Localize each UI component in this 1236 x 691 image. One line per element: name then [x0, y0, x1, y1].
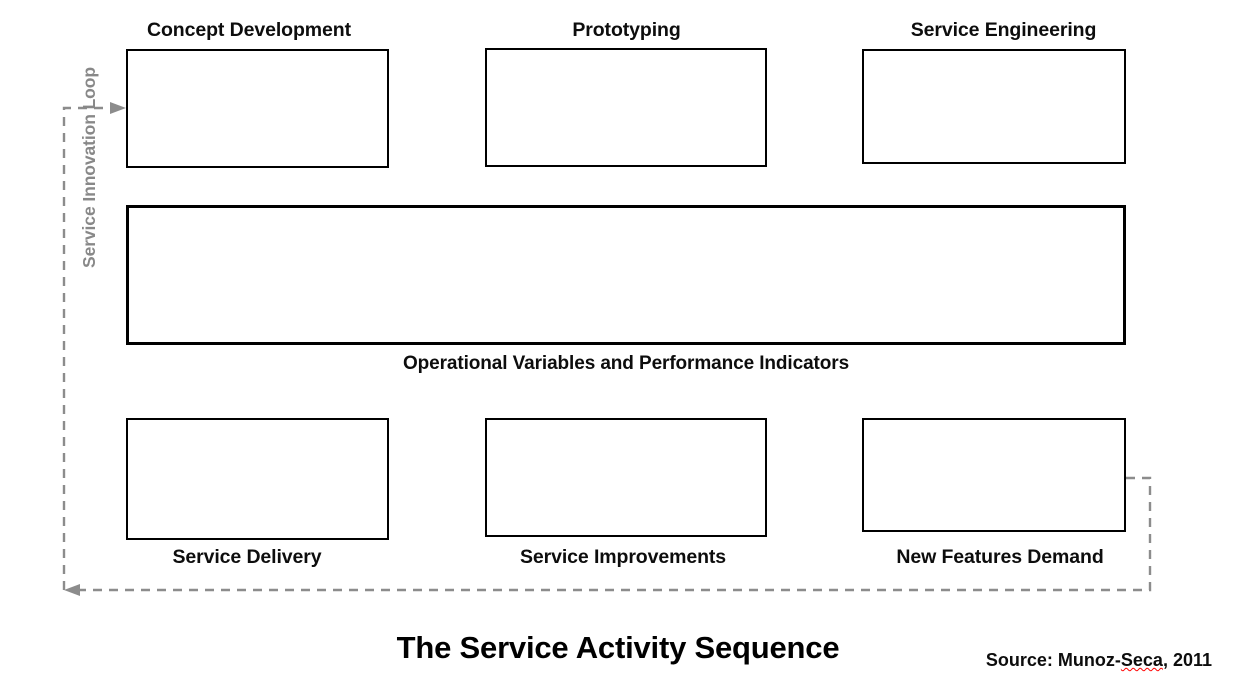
source-note: Source: Munoz-Seca, 2011: [986, 650, 1212, 671]
caption-operational-variables: Operational Variables and Performance In…: [402, 353, 850, 374]
caption-service-delivery: Service Delivery: [172, 546, 322, 568]
loop-label: Service Innovation Loop: [79, 67, 99, 268]
caption-service-improvements: Service Improvements: [519, 546, 727, 568]
loop-arrowhead-right: [110, 102, 126, 114]
box-service-improvements[interactable]: [485, 418, 767, 537]
caption-service-engineering: Service Engineering: [910, 19, 1097, 41]
box-new-features-demand[interactable]: [862, 418, 1126, 532]
box-prototyping[interactable]: [485, 48, 767, 167]
source-prefix: Source: Munoz-: [985, 650, 1121, 670]
caption-new-features-demand: New Features Demand: [896, 546, 1104, 568]
box-concept-development[interactable]: [126, 49, 389, 168]
caption-prototyping: Prototyping: [572, 19, 681, 41]
box-service-engineering[interactable]: [862, 49, 1126, 164]
source-flagged-word: Seca: [1120, 650, 1163, 670]
box-operational-variables[interactable]: [126, 205, 1126, 345]
caption-concept-development: Concept Development: [147, 19, 351, 41]
box-service-delivery[interactable]: [126, 418, 389, 540]
source-suffix: , 2011: [1162, 650, 1212, 670]
loop-arrowhead-left: [64, 584, 80, 596]
diagram-title: The Service Activity Sequence: [396, 630, 840, 665]
